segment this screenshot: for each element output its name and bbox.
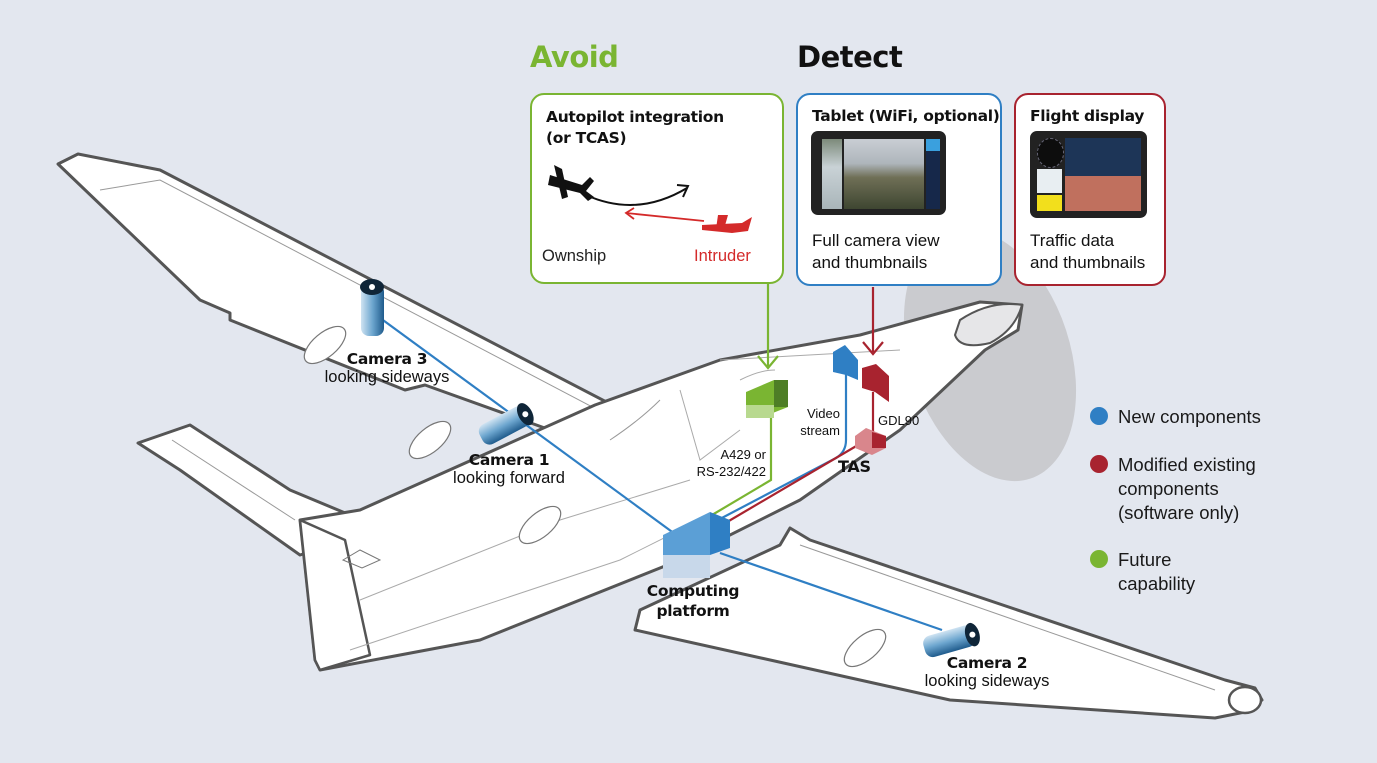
autopilot-title-line1: Autopilot integration <box>546 108 724 126</box>
camera-1-device <box>478 403 534 445</box>
tablet-camera-view <box>844 139 924 209</box>
a429-label: A429 or RS-232/422 <box>692 446 766 480</box>
tablet-card: Tablet (WiFi, optional) Full camera view… <box>796 93 1002 286</box>
video-line1: Video <box>806 406 840 421</box>
camera-3-device <box>360 279 384 336</box>
camera2-cable <box>719 551 943 632</box>
flight-display-desc-line1: Traffic data <box>1030 231 1115 250</box>
computing-platform-line1: Computing <box>646 582 740 600</box>
legend-text-future: Future capability <box>1118 548 1195 596</box>
flight-display-desc-line2: and thumbnails <box>1030 253 1146 272</box>
legend-item-modified: Modified existing components (software o… <box>1090 453 1256 525</box>
video-stream-label: Video stream <box>796 405 840 439</box>
intruder-label: Intruder <box>694 247 751 265</box>
autopilot-interface-box <box>746 380 788 418</box>
legend-new-line1: New components <box>1118 406 1261 427</box>
legend-modified-line2: components <box>1118 478 1219 499</box>
legend-text-modified: Modified existing components (software o… <box>1118 453 1256 525</box>
legend-dot-modified <box>1090 455 1108 473</box>
computing-platform-line2: platform <box>656 602 730 620</box>
camera-3-label: Camera 3 looking sideways <box>318 350 456 387</box>
video-connector <box>833 345 858 380</box>
legend-item-future: Future capability <box>1090 548 1195 596</box>
avoid-path-arrow <box>585 187 688 206</box>
a429-cable <box>711 418 773 516</box>
attitude-sky <box>1065 138 1141 176</box>
nose-spinner <box>953 303 1024 347</box>
legend-item-new: New components <box>1090 405 1261 429</box>
intruder-path-arrow <box>625 212 705 222</box>
tablet-thumbnail-strip <box>822 139 842 209</box>
avoidance-maneuver-graphic <box>548 165 752 233</box>
flight-display-card-desc: Traffic data and thumbnails <box>1030 230 1145 274</box>
tas-cable <box>721 444 859 526</box>
tablet-side-panel <box>926 139 940 209</box>
camera-2-device <box>923 622 980 658</box>
attitude-ground <box>1065 176 1141 211</box>
autopilot-card: Autopilot integration (or TCAS) Ownship … <box>530 93 784 284</box>
avoid-title: Avoid <box>530 40 619 74</box>
fuselage <box>298 300 1024 672</box>
camera-1-name: Camera 1 <box>468 451 550 469</box>
camera-3-desc: looking sideways <box>324 368 450 386</box>
legend-dot-new <box>1090 407 1108 425</box>
tablet-card-title: Tablet (WiFi, optional) <box>812 107 1000 125</box>
legend-text-new: New components <box>1118 405 1261 429</box>
gdl90-label: GDL90 <box>878 413 920 428</box>
traffic-radar <box>1037 138 1064 168</box>
a429-line1: A429 or <box>720 447 766 462</box>
computing-platform-label: Computing platform <box>640 581 746 621</box>
tablet-screen-thumbnail <box>811 131 946 215</box>
vertical-tail <box>298 518 372 672</box>
gdl90-connector <box>862 364 889 402</box>
computing-platform-box <box>663 512 730 578</box>
camera-1-desc: looking forward <box>453 469 565 487</box>
legend-dot-future <box>1090 550 1108 568</box>
tas-box <box>855 428 886 455</box>
legend-modified-line1: Modified existing <box>1118 454 1256 475</box>
autopilot-card-title: Autopilot integration (or TCAS) <box>546 107 724 149</box>
flight-display-card: Flight display Traffic data and thumbnai… <box>1014 93 1166 286</box>
camera-1-label: Camera 1 looking forward <box>446 451 572 488</box>
legend-future-line1: Future <box>1118 549 1172 570</box>
propeller-disc-shadow <box>903 228 1077 482</box>
intruder-plane-icon <box>702 215 752 233</box>
camera3-cable <box>371 311 691 546</box>
video-line2: stream <box>800 423 840 438</box>
a429-line2: RS-232/422 <box>696 464 766 479</box>
detect-title: Detect <box>797 40 903 74</box>
legend-modified-line3: (software only) <box>1118 502 1240 523</box>
traffic-alert <box>1037 195 1062 211</box>
legend-future-line2: capability <box>1118 573 1196 594</box>
ownship-label: Ownship <box>542 247 607 265</box>
camera-2-desc: looking sideways <box>924 672 1050 690</box>
tablet-desc-line1: Full camera view <box>812 231 940 250</box>
camera-3-name: Camera 3 <box>346 350 428 368</box>
tablet-desc-line2: and thumbnails <box>812 253 928 272</box>
camera-2-name: Camera 2 <box>946 654 1028 672</box>
tablet-card-desc: Full camera view and thumbnails <box>812 230 940 274</box>
tas-label: TAS <box>838 457 871 476</box>
flight-display-card-title: Flight display <box>1030 107 1145 125</box>
traffic-thumbnail <box>1037 169 1062 193</box>
camera-2-label: Camera 2 looking sideways <box>918 654 1056 691</box>
flight-display-screen-thumbnail <box>1030 131 1147 218</box>
autopilot-title-line2: (or TCAS) <box>546 129 627 147</box>
ownship-plane-icon <box>548 165 594 201</box>
